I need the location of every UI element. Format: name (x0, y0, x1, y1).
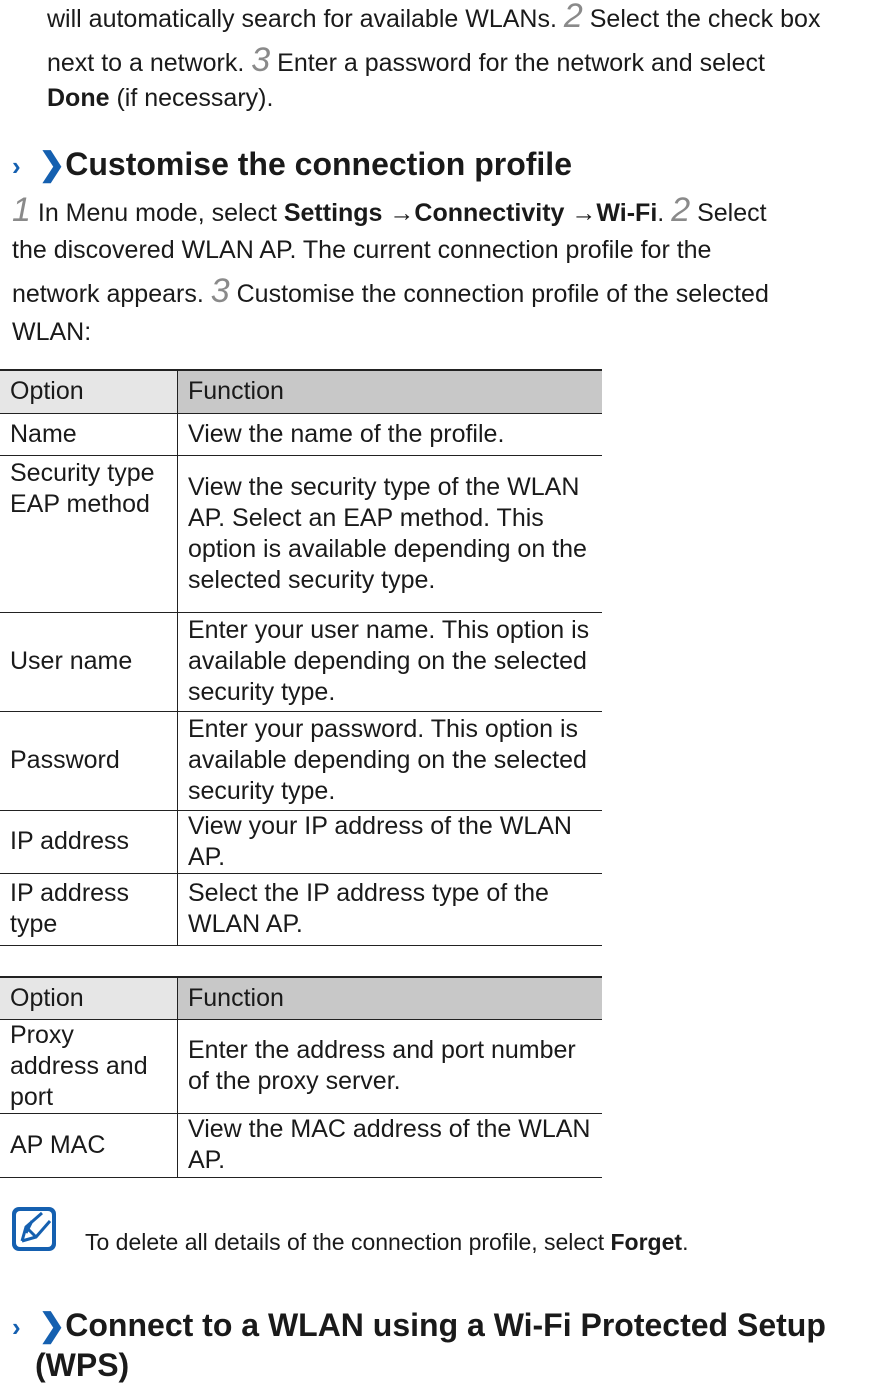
option-cell: Security type EAP method (0, 455, 178, 613)
option-cell: IP address type (0, 873, 178, 946)
function-cell: View the name of the profile. (177, 413, 602, 456)
function-cell: Enter your password. This option is avai… (177, 711, 602, 811)
intro-line-1: will automatically search for available … (47, 0, 821, 35)
function-cell: View your IP address of the WLAN AP. (177, 810, 602, 874)
chevron-bold-icon: ❯ (38, 1307, 66, 1343)
section-heading-customise: › ❯Customise the connection profile (12, 146, 572, 182)
section-heading-wps-cont: (WPS) (35, 1347, 130, 1383)
note-pencil-icon (12, 1207, 56, 1251)
option-cell: Password (0, 711, 178, 811)
option-cell: Name (0, 413, 178, 456)
function-cell: Enter the address and port number of the… (177, 1019, 602, 1114)
option-cell: AP MAC (0, 1113, 178, 1178)
chevron-bold-icon: ❯ (38, 146, 66, 182)
chevron-icon: › (12, 151, 21, 181)
step-line-1: 1 In Menu mode, select Settings →Connect… (12, 191, 767, 229)
step-line-3: network appears. 3 Customise the connect… (12, 272, 769, 310)
option-cell: User name (0, 612, 178, 712)
option-cell: IP address (0, 810, 178, 874)
header-option: Option (0, 370, 178, 414)
chevron-icon: › (12, 1312, 21, 1342)
function-cell: View the MAC address of the WLAN AP. (177, 1113, 602, 1178)
function-cell: Select the IP address type of the WLAN A… (177, 873, 602, 946)
step-line-4: WLAN: (12, 318, 92, 346)
header-function: Function (177, 370, 602, 414)
function-cell: Enter your user name. This option is ava… (177, 612, 602, 712)
step-line-2: the discovered WLAN AP. The current conn… (12, 236, 712, 264)
section-heading-wps: › ❯Connect to a WLAN using a Wi-Fi Prote… (12, 1307, 826, 1343)
header-function: Function (177, 977, 602, 1020)
intro-line-2: next to a network. 3 Enter a password fo… (47, 41, 765, 79)
function-cell: View the security type of the WLAN AP. S… (177, 455, 602, 613)
intro-line-3: Done (if necessary). (47, 84, 274, 112)
header-option: Option (0, 977, 178, 1020)
note-text: To delete all details of the connection … (85, 1229, 689, 1255)
option-cell: Proxy address and port (0, 1019, 178, 1114)
